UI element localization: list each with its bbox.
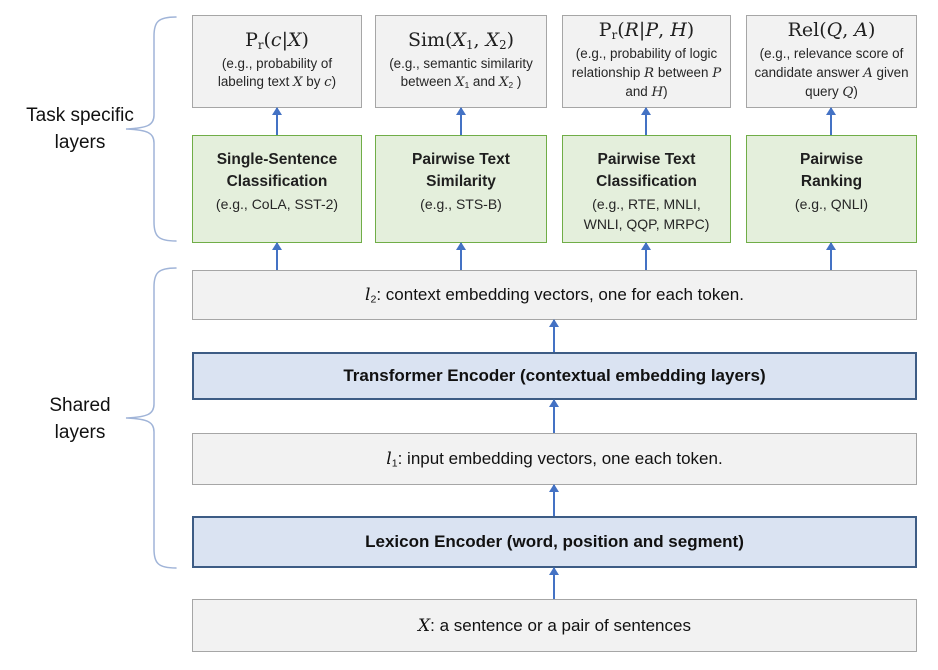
input-sentence-box: X: a sentence or a pair of sentences [192, 599, 917, 652]
task-examples: (e.g., RTE, MNLI, WNLI, QQP, MRPC) [583, 196, 710, 232]
up-arrow [641, 107, 651, 135]
output-formula: Pr(R|P, H) [598, 19, 695, 43]
transformer-encoder-label: Transformer Encoder (contextual embeddin… [343, 366, 766, 385]
up-arrow [549, 484, 559, 516]
output-box-ranking: Rel(Q, A) (e.g., relevance score of cand… [746, 15, 917, 108]
l1-input-embedding-box: l1: input embedding vectors, one each to… [192, 433, 917, 485]
output-box-pairwise-classification: Pr(R|P, H) (e.g., probability of logic r… [562, 15, 731, 108]
output-formula: Pr(c|X) [245, 29, 309, 53]
up-arrow [272, 242, 282, 270]
task-box-pairwise-text-similarity: Pairwise Text Similarity (e.g., STS-B) [375, 135, 547, 243]
task-title: Pairwise Text Similarity [412, 151, 510, 190]
up-arrow [549, 319, 559, 352]
output-box-similarity: Sim(X1, X2) (e.g., semantic similarity b… [375, 15, 547, 108]
l2-context-embedding-box: l2: context embedding vectors, one for e… [192, 270, 917, 320]
transformer-encoder-box: Transformer Encoder (contextual embeddin… [192, 352, 917, 400]
task-box-pairwise-ranking: Pairwise Ranking (e.g., QNLI) [746, 135, 917, 243]
lexicon-encoder-label: Lexicon Encoder (word, position and segm… [365, 532, 744, 551]
shared-layers-label: Shared layers [49, 395, 111, 443]
task-title: Single-Sentence Classification [216, 151, 338, 190]
l2-label: l2: context embedding vectors, one for e… [365, 285, 744, 306]
up-arrow [826, 107, 836, 135]
task-examples: (e.g., CoLA, SST-2) [215, 196, 339, 212]
output-description: (e.g., probability of labeling text X by… [217, 55, 337, 91]
output-formula: Rel(Q, A) [787, 19, 876, 42]
task-title: Pairwise Text Classification [596, 151, 697, 190]
up-arrow [549, 399, 559, 433]
output-description: (e.g., relevance score of candidate answ… [754, 46, 909, 101]
l1-label: l1: input embedding vectors, one each to… [386, 449, 723, 470]
task-box-pairwise-text-classification: Pairwise Text Classification (e.g., RTE,… [562, 135, 731, 243]
task-box-single-sentence-classification: Single-Sentence Classification (e.g., Co… [192, 135, 362, 243]
task-examples: (e.g., STS-B) [420, 196, 502, 212]
up-arrow [272, 107, 282, 135]
output-description: (e.g., probability of logic relationship… [571, 46, 722, 101]
up-arrow [549, 567, 559, 599]
lexicon-encoder-box: Lexicon Encoder (word, position and segm… [192, 516, 917, 568]
up-arrow [456, 242, 466, 270]
task-specific-brace [125, 16, 177, 242]
task-title: Pairwise Ranking [800, 151, 863, 190]
output-formula: Sim(X1, X2) [407, 29, 515, 53]
up-arrow [456, 107, 466, 135]
task-specific-layers-label: Task specific layers [26, 105, 134, 153]
output-box-single-sentence: Pr(c|X) (e.g., probability of labeling t… [192, 15, 362, 108]
task-examples: (e.g., QNLI) [794, 196, 869, 212]
shared-layers-brace [125, 267, 177, 569]
input-sentence-label: X: a sentence or a pair of sentences [418, 615, 691, 636]
up-arrow [641, 242, 651, 270]
up-arrow [826, 242, 836, 270]
output-description: (e.g., semantic similarity between X1 an… [389, 55, 533, 91]
